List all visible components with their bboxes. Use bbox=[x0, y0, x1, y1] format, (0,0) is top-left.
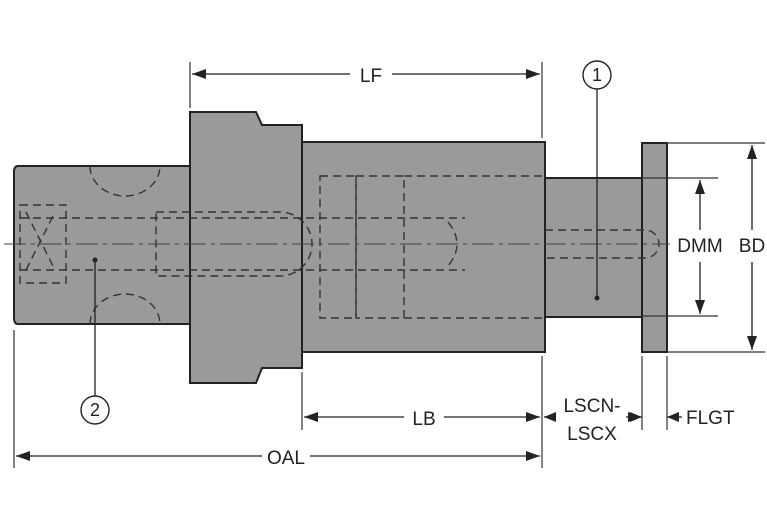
callout-1-number: 1 bbox=[592, 65, 602, 85]
end-flange bbox=[641, 142, 668, 353]
lb-label: LB bbox=[412, 409, 435, 430]
bd-label: BD bbox=[739, 236, 765, 257]
flgt-label: FLGT bbox=[686, 408, 735, 429]
part-body bbox=[13, 111, 668, 384]
lscn-label: LSCN- bbox=[563, 396, 620, 417]
lf-label: LF bbox=[360, 66, 382, 87]
dim-lf: LF bbox=[192, 66, 540, 87]
lower-cutout bbox=[89, 293, 161, 325]
callout-2-number: 2 bbox=[90, 400, 100, 420]
dim-flgt: FLGT bbox=[630, 408, 735, 429]
callout-1: 1 bbox=[582, 60, 612, 301]
bore-end bbox=[447, 221, 458, 267]
collar-bore bbox=[155, 211, 313, 277]
collar bbox=[189, 111, 303, 384]
cavity-a bbox=[319, 175, 357, 319]
upper-cutout bbox=[89, 165, 161, 197]
lscx-label: LSCX bbox=[567, 424, 617, 445]
dim-dmm: DMM bbox=[677, 180, 723, 314]
dim-oal: OAL bbox=[16, 448, 540, 469]
neck bbox=[544, 177, 643, 318]
dim-lscn-lscx: LSCN- LSCX bbox=[544, 396, 640, 445]
dmm-label: DMM bbox=[677, 236, 722, 257]
extension-lines bbox=[13, 62, 765, 468]
callout-2: 2 bbox=[80, 257, 110, 425]
dim-lb: LB bbox=[304, 409, 540, 430]
cavity-b bbox=[355, 175, 405, 319]
shank bbox=[13, 165, 191, 325]
oal-label: OAL bbox=[267, 448, 305, 469]
main-body bbox=[301, 141, 546, 353]
dim-bd: BD bbox=[739, 145, 765, 350]
